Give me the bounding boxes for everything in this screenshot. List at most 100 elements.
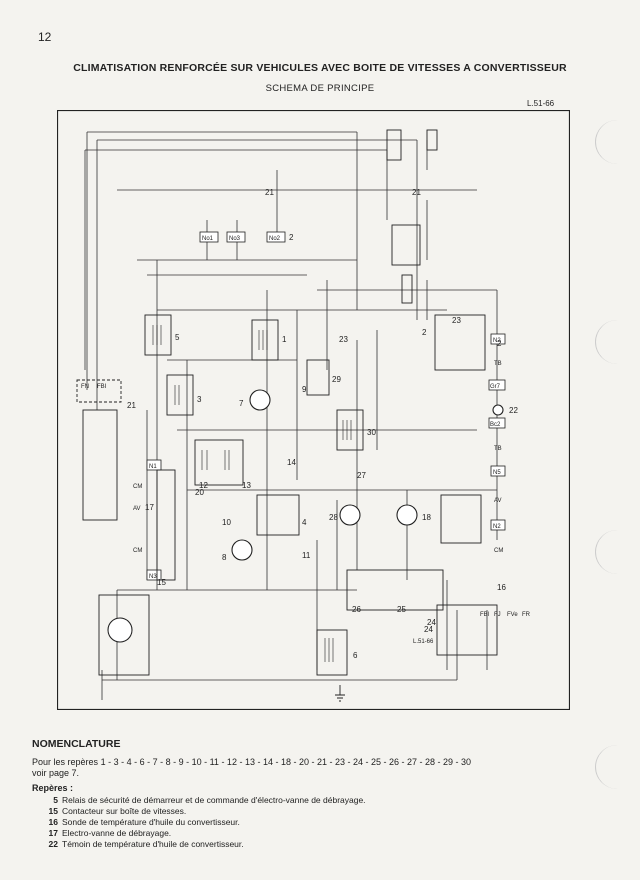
svg-text:CM: CM <box>133 548 142 554</box>
svg-text:N1: N1 <box>149 464 157 470</box>
connector-n2 <box>490 333 506 345</box>
relay-6 <box>316 629 348 676</box>
connector-n2b <box>490 519 506 531</box>
motor-18-frame <box>440 494 482 544</box>
reperes-title: Repères : <box>32 783 74 793</box>
page-title: CLIMATISATION RENFORCÉE SUR VEHICULES AV… <box>73 62 567 74</box>
binder-hole <box>595 745 640 789</box>
svg-text:TB: TB <box>494 361 502 367</box>
svg-text:FJ: FJ <box>494 612 501 618</box>
relay-top-right <box>391 224 421 266</box>
svg-text:23: 23 <box>452 316 461 325</box>
motor-18 <box>396 504 418 526</box>
svg-text:2: 2 <box>422 328 427 337</box>
repere-number: 5 <box>53 795 58 805</box>
motor-28 <box>339 504 361 526</box>
svg-text:27: 27 <box>357 471 366 480</box>
svg-text:25: 25 <box>397 605 406 614</box>
svg-text:16: 16 <box>497 583 506 592</box>
reperes-list: 5 Relais de sécurité de démarreur et de … <box>32 795 366 850</box>
connector-n5 <box>490 465 506 477</box>
connector-strip-left <box>82 409 118 521</box>
svg-text:22: 22 <box>509 406 518 415</box>
repere-row: 22 Témoin de température d'huile de conv… <box>32 839 366 850</box>
repere-text: Electro-vanne de débrayage. <box>62 828 172 838</box>
repere-text: Témoin de température d'huile de convert… <box>62 839 244 849</box>
relay-5 <box>144 314 172 356</box>
svg-text:FR: FR <box>522 612 531 618</box>
svg-text:29: 29 <box>332 375 341 384</box>
repere-number: 22 <box>48 839 58 849</box>
motor-7 <box>249 389 271 411</box>
diagram-reference: L.51-66 <box>527 99 555 108</box>
starter-motor <box>107 617 133 643</box>
svg-text:4: 4 <box>302 518 307 527</box>
connector-bc2 <box>488 417 506 429</box>
svg-text:No2: No2 <box>269 236 281 242</box>
svg-text:7: 7 <box>239 399 244 408</box>
relay-12-13 <box>194 439 244 486</box>
contactor-15 <box>156 469 176 581</box>
svg-text:14: 14 <box>287 458 296 467</box>
repere-row: 16 Sonde de température d'huile du conve… <box>32 817 366 828</box>
relay-1 <box>251 319 279 361</box>
svg-text:23: 23 <box>339 335 348 344</box>
svg-text:FBI: FBI <box>97 384 107 390</box>
starter-assembly <box>98 594 150 676</box>
svg-text:N2: N2 <box>493 524 501 530</box>
svg-text:21: 21 <box>412 188 421 197</box>
repere-row: 15 Contacteur sur boîte de vitesses. <box>32 806 366 817</box>
svg-text:AV: AV <box>494 498 502 504</box>
svg-text:17: 17 <box>145 503 154 512</box>
repere-row: 17 Electro-vanne de débrayage. <box>32 828 366 839</box>
svg-text:20: 20 <box>195 488 204 497</box>
svg-text:9: 9 <box>302 385 307 394</box>
svg-text:8: 8 <box>222 553 227 562</box>
repere-row: 5 Relais de sécurité de démarreur et de … <box>32 795 365 806</box>
connector-no3 <box>226 231 246 243</box>
nomenclature-intro: Pour les repères 1 - 3 - 4 - 6 - 7 - 8 -… <box>32 757 592 779</box>
relay-3 <box>166 374 194 416</box>
svg-text:FVe: FVe <box>507 612 518 618</box>
lamp-22 <box>492 404 504 416</box>
svg-text:21: 21 <box>265 188 274 197</box>
svg-text:3: 3 <box>197 395 202 404</box>
svg-text:24: 24 <box>424 625 433 634</box>
svg-text:26: 26 <box>352 605 361 614</box>
diagram-frame <box>57 110 570 710</box>
svg-text:24: 24 <box>427 618 436 627</box>
connector-no2 <box>266 231 286 243</box>
relay-29 <box>306 359 330 396</box>
repere-number: 17 <box>48 828 58 838</box>
svg-text:5: 5 <box>175 333 180 342</box>
svg-text:11: 11 <box>302 551 311 560</box>
repere-number: 15 <box>48 806 58 816</box>
svg-text:28: 28 <box>329 513 338 522</box>
svg-text:10: 10 <box>222 518 231 527</box>
svg-text:CM: CM <box>133 484 142 490</box>
nomenclature-title: NOMENCLATURE <box>32 738 121 750</box>
motor-8 <box>231 539 253 561</box>
svg-text:30: 30 <box>367 428 376 437</box>
connector-n1 <box>146 459 162 471</box>
fuse-mid-right <box>401 274 413 304</box>
connector-no1 <box>199 231 219 243</box>
svg-text:CM: CM <box>494 548 503 554</box>
relay-4 <box>256 494 300 536</box>
svg-text:Gr7: Gr7 <box>490 384 501 390</box>
svg-text:1: 1 <box>282 335 287 344</box>
repere-number: 16 <box>48 817 58 827</box>
wiring-diagram: 5 1 3 7 29 30 9 14 27 28 18 12 13 4 10 8… <box>57 110 570 710</box>
svg-text:TB: TB <box>494 446 502 452</box>
svg-text:Bc2: Bc2 <box>490 422 501 428</box>
fuse-top-right <box>386 129 402 161</box>
relay-30 <box>336 409 364 451</box>
svg-text:N3: N3 <box>149 574 157 580</box>
page-subtitle: SCHEMA DE PRINCIPE <box>265 83 375 94</box>
nomenclature-intro-label: Pour les repères <box>32 757 99 767</box>
binder-hole <box>595 530 640 574</box>
svg-text:N5: N5 <box>493 470 501 476</box>
svg-text:FN: FN <box>81 384 89 390</box>
svg-text:2: 2 <box>497 339 502 348</box>
switch-24 <box>436 604 498 656</box>
